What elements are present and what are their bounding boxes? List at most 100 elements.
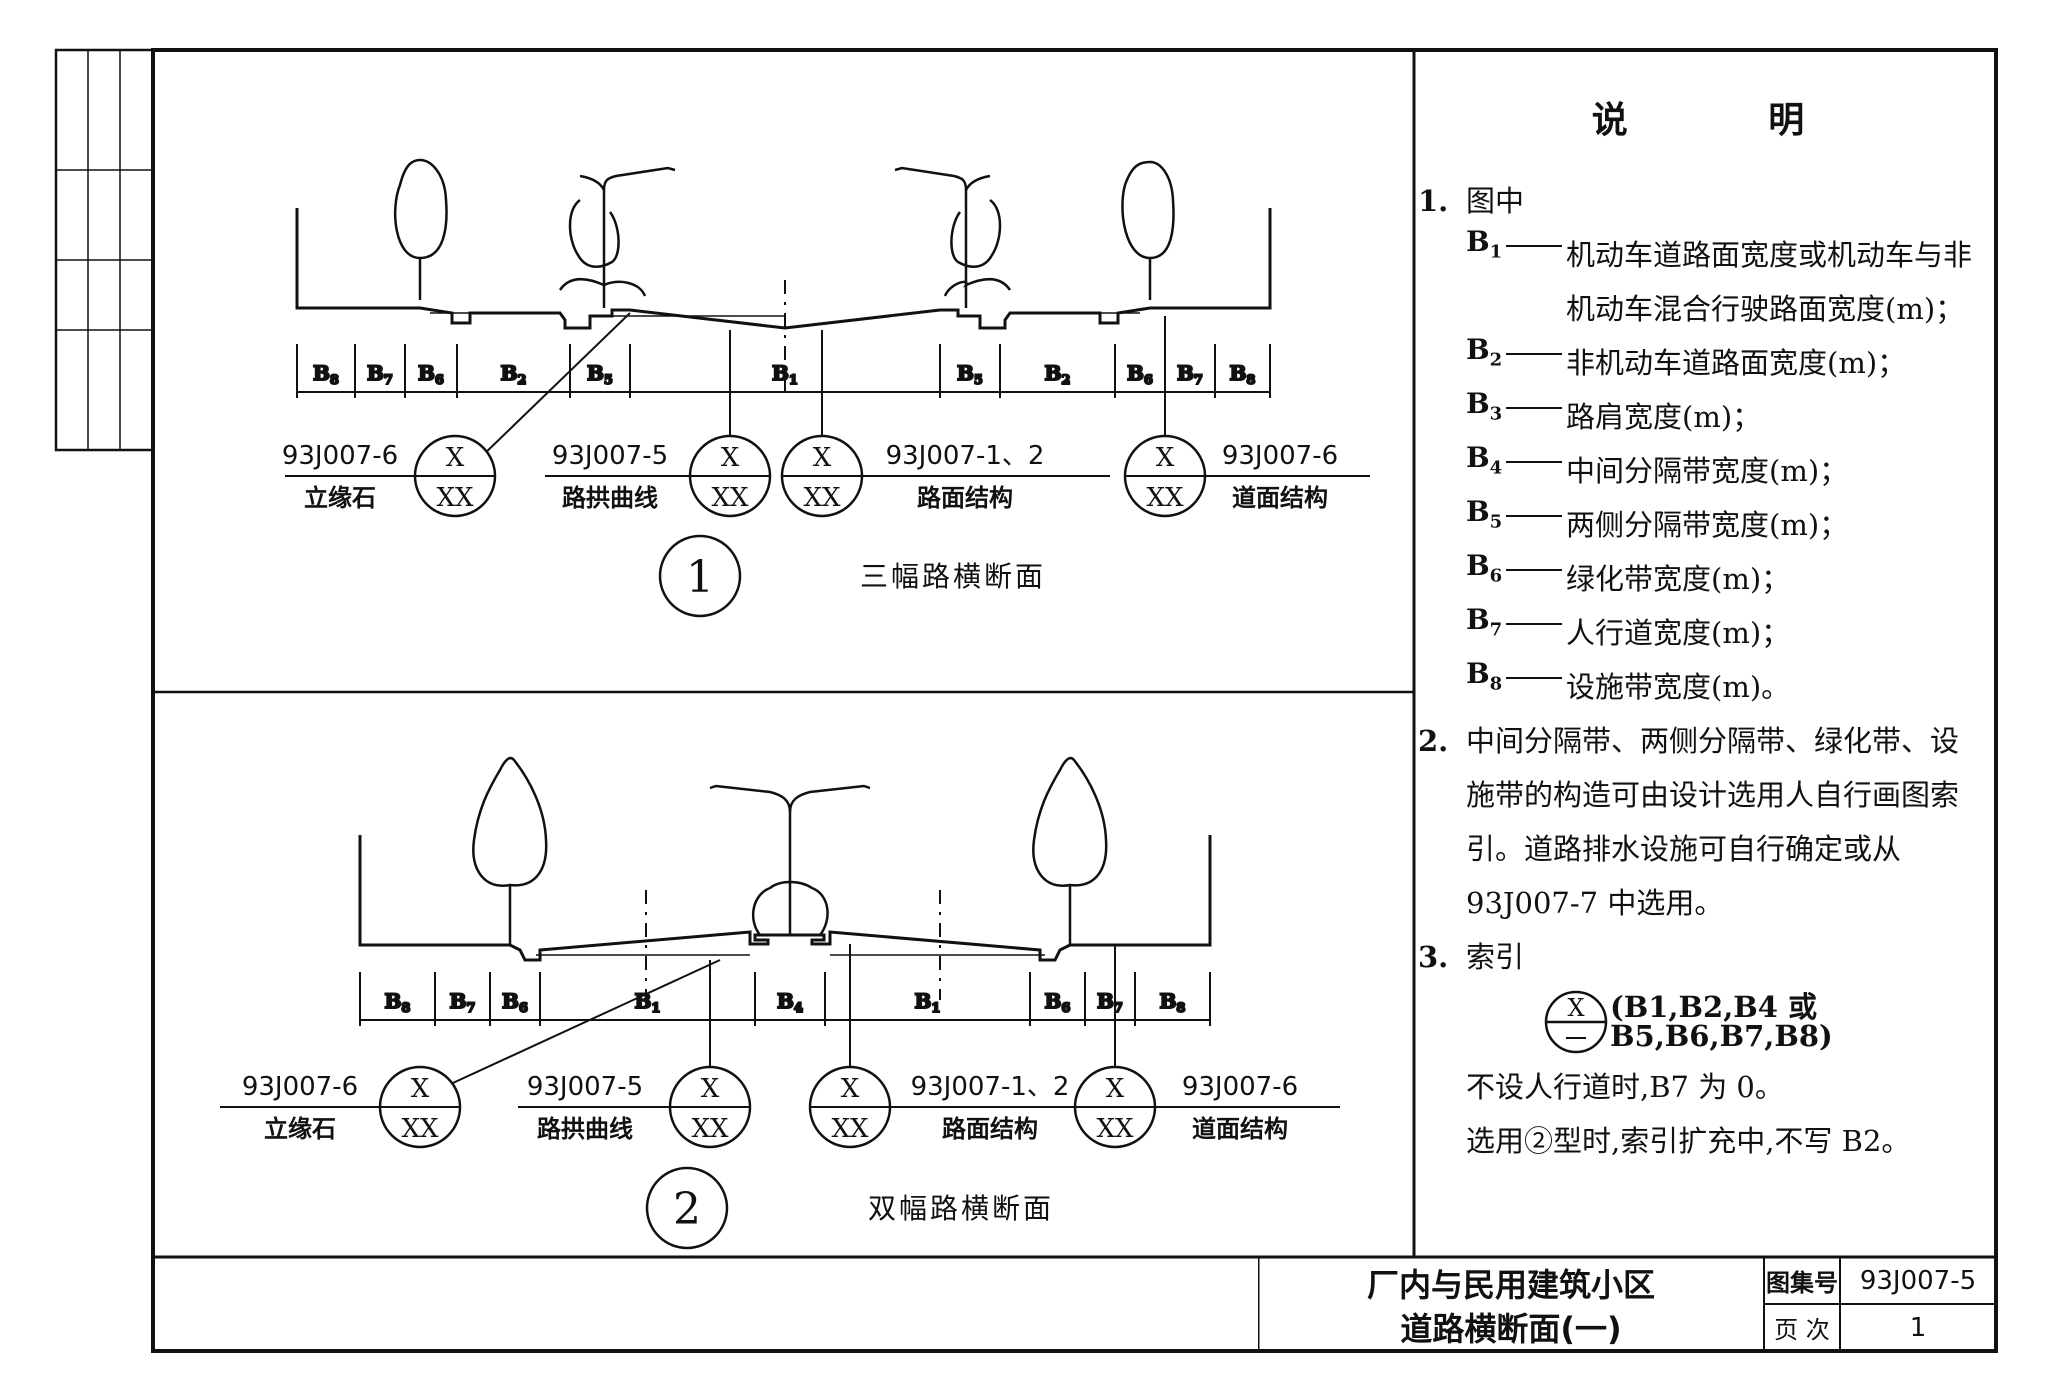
definition-b1: B1 机动车道路面宽度或机动车与非机动车混合行驶路面宽度(m)； xyxy=(1466,228,1978,336)
index-symbol-icon: X xyxy=(1544,990,1608,1054)
note-item-3-text: 索引 xyxy=(1466,939,1525,974)
reference-symbol-top: X xyxy=(446,443,465,473)
definition-dash xyxy=(1506,569,1562,571)
reference-symbol-bottom: XX xyxy=(1146,483,1184,513)
width-label-b1: B1 xyxy=(772,361,798,388)
definition-text: 中间分隔带宽度(m)； xyxy=(1566,454,1849,488)
section-1-lamp-right xyxy=(894,166,1012,308)
width-label-b7: B7 xyxy=(450,989,476,1016)
reference-code: 93J007-6 xyxy=(242,1072,358,1102)
reference-code: 93J007-1、2 xyxy=(886,441,1045,471)
width-label-b5: B5 xyxy=(957,361,983,388)
definition-code: B8 xyxy=(1466,657,1503,695)
title-line-2: 道路横断面(一) xyxy=(1400,1310,1622,1348)
reference-symbol-top: X xyxy=(411,1074,430,1104)
definition-dash xyxy=(1506,623,1562,625)
title-line-1: 厂内与民用建筑小区 xyxy=(1366,1266,1655,1304)
reference-symbol-top: X xyxy=(721,443,740,473)
width-label-b7: B7 xyxy=(1097,989,1123,1016)
definition-dash xyxy=(1506,515,1562,517)
width-label-b2: B2 xyxy=(501,361,527,388)
definition-text: 绿化带宽度(m)； xyxy=(1566,562,1791,596)
page-value: 1 xyxy=(1909,1312,1927,1343)
reference-name: 路面结构 xyxy=(942,1114,1038,1143)
width-label-b2: B2 xyxy=(1045,361,1071,388)
reference-symbol-bottom: XX xyxy=(711,483,749,513)
notes-panel: 说 明 1. 图中 B1 机动车道路面宽度或机动车与非机动车混合行驶路面宽度(m)… xyxy=(1418,88,1978,1168)
definition-text: 路肩宽度(m)； xyxy=(1566,400,1762,434)
note-item-1: 1. 图中 xyxy=(1418,174,1978,228)
reference-symbol-bottom: XX xyxy=(436,483,474,513)
reference-symbol-bottom: XX xyxy=(691,1114,729,1144)
definition-text: 两侧分隔带宽度(m)； xyxy=(1566,508,1849,542)
section-1-references: XXX93J007-6立缘石XXX93J007-5路拱曲线XXX93J007-1… xyxy=(282,312,1370,518)
reference-name: 立缘石 xyxy=(304,483,376,512)
note-a: 不设人行道时,B7 为 0。 xyxy=(1466,1070,1784,1104)
definition-text: 非机动车道路面宽度(m)； xyxy=(1566,346,1907,380)
title-block: 厂内与民用建筑小区 道路横断面(一) 图集号 93J007-5 页 次 1 xyxy=(1258,1257,1996,1351)
note-item-1-number: 1. xyxy=(1418,183,1449,218)
reference-name: 道面结构 xyxy=(1192,1114,1288,1143)
reference-code: 93J007-6 xyxy=(1182,1072,1298,1102)
reference-symbol-top: X xyxy=(813,443,832,473)
width-label-b7: B7 xyxy=(1177,361,1203,388)
section-2-number-circle xyxy=(645,1166,729,1250)
leader-line xyxy=(479,312,631,459)
definition-text: 机动车道路面宽度或机动车与非机动车混合行驶路面宽度(m)； xyxy=(1566,238,1973,326)
width-label-b4: B4 xyxy=(777,989,803,1016)
width-label-b5: B5 xyxy=(587,361,613,388)
reference-symbol-bottom: XX xyxy=(831,1114,869,1144)
reference-name: 立缘石 xyxy=(264,1114,336,1143)
section-2-number: 2 xyxy=(673,1184,701,1235)
width-label-b8: B8 xyxy=(385,989,411,1016)
section-1-tree-left xyxy=(394,158,448,300)
width-label-b7: B7 xyxy=(367,361,393,388)
index-example-text: (B1,B2,B4 或 B5,B6,B7,B8) xyxy=(1610,990,1833,1053)
reference-name: 道面结构 xyxy=(1232,483,1328,512)
definition-dash xyxy=(1506,245,1562,247)
reference-code: 93J007-6 xyxy=(1222,441,1338,471)
reference-symbol-bottom: XX xyxy=(1096,1114,1134,1144)
section-1-lamp-left xyxy=(558,166,676,308)
definition-code: B3 xyxy=(1466,387,1503,425)
definition-code: B4 xyxy=(1466,441,1503,479)
definition-code: B7 xyxy=(1466,603,1503,641)
definition-dash xyxy=(1506,407,1562,409)
width-label-b8: B8 xyxy=(1230,361,1256,388)
index-symbol-top: X xyxy=(1567,994,1584,1022)
reference-symbol-top: X xyxy=(1106,1074,1125,1104)
reference-name: 路面结构 xyxy=(917,483,1013,512)
section-1-number-circle xyxy=(658,534,742,618)
definition-dash xyxy=(1506,677,1562,679)
atlas-value: 93J007-5 xyxy=(1859,1265,1977,1296)
reference-symbol-top: X xyxy=(1156,443,1175,473)
width-label-b6: B6 xyxy=(502,989,528,1016)
reference-code: 93J007-1、2 xyxy=(911,1072,1070,1102)
note-item-1-text: 图中 xyxy=(1466,183,1525,218)
reference-code: 93J007-5 xyxy=(552,441,668,471)
reference-symbol-top: X xyxy=(841,1074,860,1104)
notes-heading: 说 明 xyxy=(1591,99,1869,141)
width-label-b1: B1 xyxy=(915,989,941,1016)
reference-code: 93J007-6 xyxy=(282,441,398,471)
section-2-label: 双幅路横断面 xyxy=(868,1192,1054,1225)
reference-code: 93J007-5 xyxy=(527,1072,643,1102)
section-2-profile xyxy=(358,835,1212,962)
definition-code: B1 xyxy=(1466,225,1503,263)
width-label-b8: B8 xyxy=(1160,989,1186,1016)
note-item-3-number: 3. xyxy=(1418,939,1449,974)
signoff-strip xyxy=(54,48,155,452)
note-item-2-number: 2. xyxy=(1418,724,1449,758)
